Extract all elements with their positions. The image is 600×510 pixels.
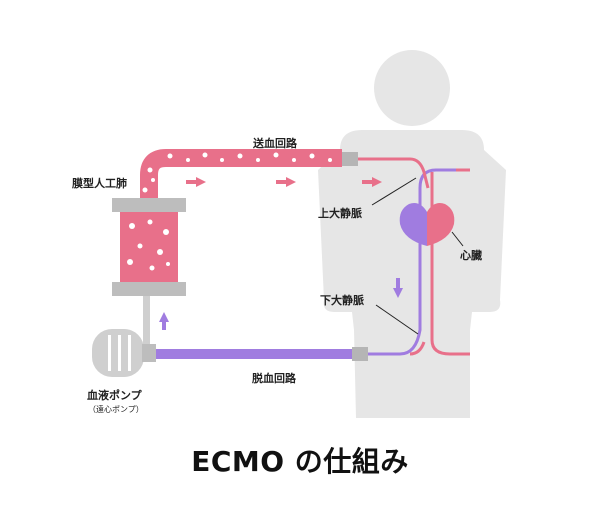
supply-line <box>140 149 410 198</box>
drain-connector <box>352 347 368 361</box>
pump-label: 血液ポンプ <box>87 389 142 402</box>
drain-flow-arrow-tail <box>250 352 260 356</box>
head-shape <box>374 50 450 126</box>
heart-leader <box>451 231 464 247</box>
ivc-leader <box>375 304 419 335</box>
supply-line-label: 送血回路 <box>253 137 297 150</box>
oxygenator-bottom-cap <box>112 282 186 296</box>
torso-shape <box>323 130 501 418</box>
venous-down-arrow-tail <box>396 278 400 288</box>
vessels <box>393 157 470 356</box>
drain-tube <box>156 349 366 359</box>
heart-label: 心臓 <box>460 249 482 262</box>
oxygenator-top-cap <box>112 198 186 212</box>
right-arm-shape <box>472 150 506 300</box>
drain-line-label: 脱血回路 <box>252 372 296 385</box>
pump-sub-label: （遠心ポンプ） <box>88 405 144 414</box>
pump-rib-3 <box>128 335 131 371</box>
oxygenator <box>112 198 186 296</box>
heart-icon <box>399 203 455 246</box>
drain-line <box>156 347 400 361</box>
supply-tube <box>140 149 342 198</box>
upward-flow-arrow <box>159 312 169 322</box>
left-arm-shape <box>318 150 352 300</box>
supply-vessel-entry <box>409 157 430 189</box>
svc-label: 上大静脈 <box>318 207 362 220</box>
pump-inlet <box>142 344 156 362</box>
svc-leader <box>371 177 417 206</box>
page-title: ECMO の仕組み <box>191 445 409 478</box>
ivc-label: 下大静脈 <box>320 294 364 307</box>
supply-flow-arrows <box>186 177 382 187</box>
drain-flow-arrow <box>240 349 250 359</box>
supply-tube-bubbles <box>142 152 332 193</box>
pump-to-oxygenator-line <box>143 296 169 344</box>
leader-lines <box>371 177 464 335</box>
aorta-vessel <box>430 168 470 356</box>
aorta-lower-branch <box>409 341 426 356</box>
upward-flow-arrow-tail <box>162 322 166 330</box>
venous-down-arrow <box>393 288 403 298</box>
vena-cava-vessel <box>399 168 468 356</box>
drain-flow-arrow-2 <box>342 349 352 359</box>
pump-outlet-tube <box>143 296 150 344</box>
oxygen-bubbles <box>127 219 170 271</box>
pump-rib-1 <box>108 335 111 371</box>
pump-rib-2 <box>118 335 121 371</box>
supply-connector <box>342 152 358 166</box>
human-body-silhouette <box>318 50 506 418</box>
oxygenator-label: 膜型人工肺 <box>72 177 127 190</box>
centrifugal-pump <box>92 329 156 377</box>
